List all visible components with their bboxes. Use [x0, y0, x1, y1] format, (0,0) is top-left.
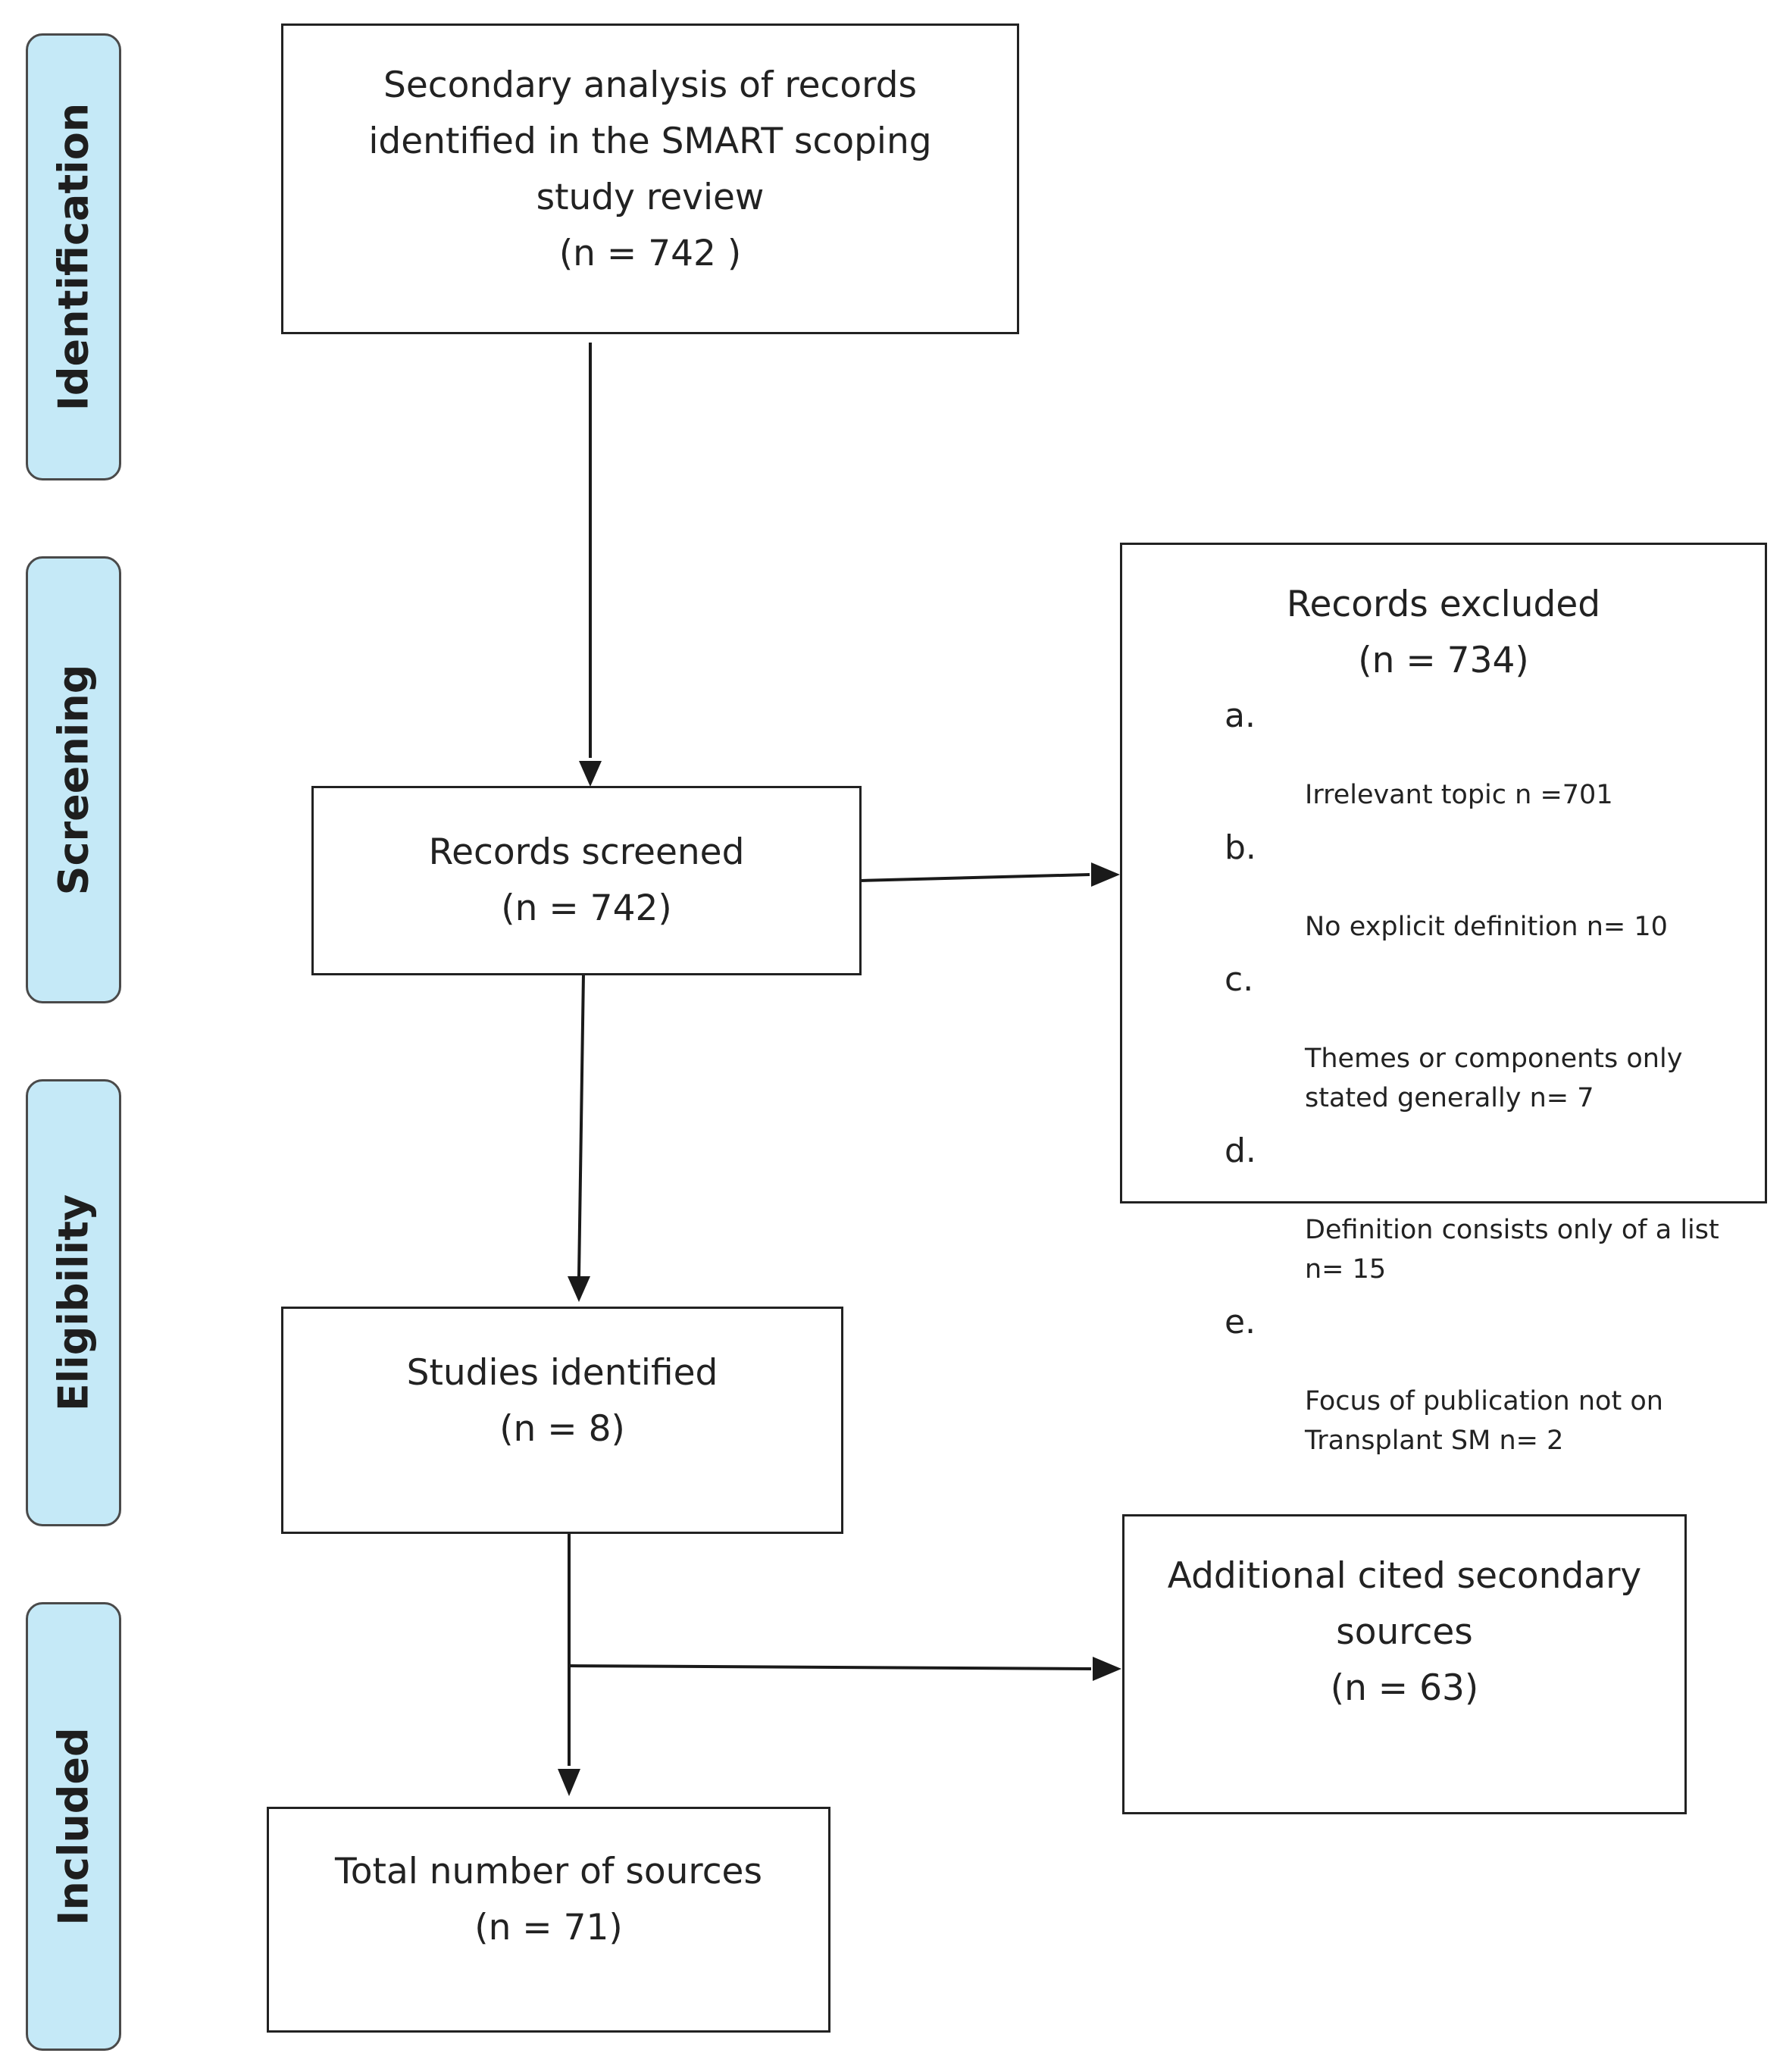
identification-text: Secondary analysis of records identified…	[368, 64, 932, 274]
exclusion-reason-text: Definition consists only of a list n= 15	[1305, 1215, 1719, 1285]
exclusion-reason-marker: a.	[1225, 696, 1256, 735]
arrow-screened-to-studies	[577, 972, 585, 1277]
exclusion-reason-text: Themes or components only stated general…	[1305, 1044, 1683, 1113]
exclusion-reason-marker: b.	[1225, 828, 1256, 867]
studies-identified-box: Studies identified (n = 8)	[281, 1307, 843, 1534]
arrow-screened-to-excluded	[859, 873, 1090, 882]
phase-eligibility: Eligibility	[26, 1079, 121, 1526]
exclusion-reason-marker: d.	[1225, 1131, 1256, 1170]
additional-sources-box: Additional cited secondary sources (n = …	[1122, 1514, 1687, 1814]
arrowhead-to-studies	[568, 1276, 590, 1302]
arrowhead-to-additional	[1093, 1657, 1121, 1681]
records-excluded-box: Records excluded (n = 734) a. Irrelevant…	[1120, 543, 1767, 1456]
phase-screening: Screening	[26, 556, 121, 1003]
exclusion-reasons-list: a. Irrelevant topic n =701 b. No explici…	[1225, 696, 1747, 1474]
total-sources-box: Total number of sources (n = 71)	[267, 1807, 830, 2033]
exclusion-reason-marker: c.	[1225, 960, 1254, 999]
arrowhead-to-total	[558, 1769, 580, 1796]
exclusion-reason-d: d. Definition consists only of a list n=…	[1225, 1131, 1747, 1289]
exclusion-reason-a: a. Irrelevant topic n =701	[1225, 696, 1747, 815]
exclusion-reason-text: Focus of publication not on Transplant S…	[1305, 1386, 1663, 1456]
phase-included: Included	[26, 1602, 121, 2051]
additional-sources-text: Additional cited secondary sources (n = …	[1167, 1555, 1642, 1709]
identification-box: Secondary analysis of records identified…	[281, 23, 1019, 334]
records-excluded-title: Records excluded (n = 734)	[1286, 584, 1601, 681]
arrow-branch-to-additional	[568, 1664, 1092, 1670]
records-screened-box: Records screened (n = 742)	[311, 786, 862, 975]
exclusion-reason-b: b. No explicit definition n= 10	[1225, 828, 1747, 947]
phase-identification: Identification	[26, 33, 121, 480]
total-sources-text: Total number of sources (n = 71)	[335, 1851, 762, 1948]
studies-identified-text: Studies identified (n = 8)	[406, 1352, 718, 1450]
records-screened-text: Records screened (n = 742)	[428, 831, 745, 929]
arrowhead-to-screened	[579, 761, 602, 787]
exclusion-reason-e: e. Focus of publication not on Transplan…	[1225, 1303, 1747, 1460]
exclusion-reason-marker: e.	[1225, 1303, 1256, 1341]
exclusion-reason-text: Irrelevant topic n =701	[1305, 780, 1613, 810]
exclusion-reason-text: No explicit definition n= 10	[1305, 912, 1668, 942]
arrowhead-to-excluded	[1091, 862, 1120, 887]
exclusion-reason-c: c. Themes or components only stated gene…	[1225, 960, 1747, 1118]
